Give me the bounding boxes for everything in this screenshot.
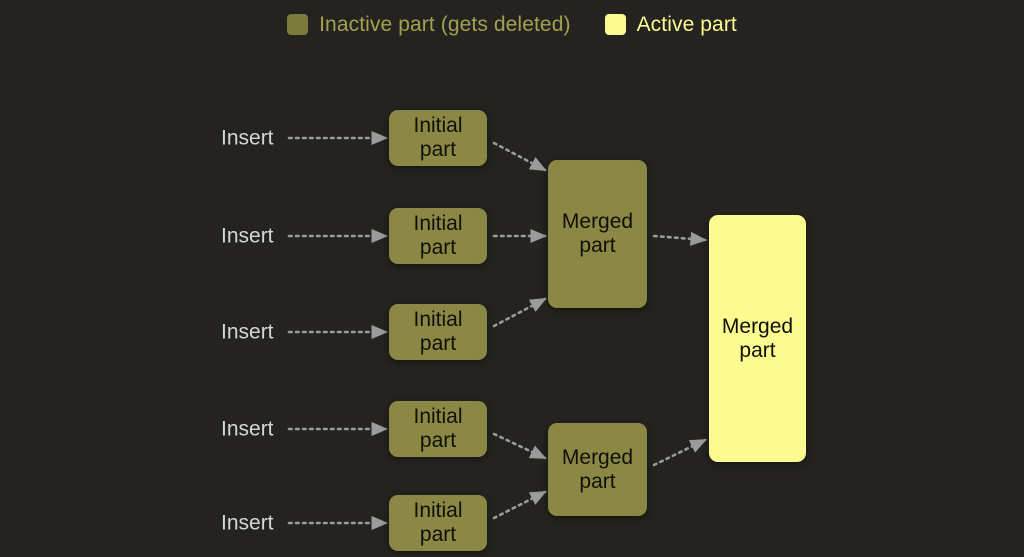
square-swatch-icon	[287, 13, 309, 35]
legend-label-inactive: Inactive part (gets deleted)	[319, 12, 571, 36]
initial-part-1[interactable]: Initial part	[389, 110, 487, 166]
initial-part-3[interactable]: Initial part	[389, 304, 487, 360]
insert-label-4: Insert	[221, 417, 274, 441]
merged-part-1[interactable]: Merged part	[548, 160, 647, 308]
edge-initial-part-3-to-merged-part-1	[492, 297, 547, 328]
initial-part-2[interactable]: Initial part	[389, 208, 487, 264]
merged-part-1-label: Merged part	[561, 210, 634, 257]
edge-merged-part-2-to-final-part	[652, 438, 707, 467]
legend-item-inactive: Inactive part (gets deleted)	[287, 12, 571, 36]
edge-initial-part-5-to-merged-part-2	[492, 490, 547, 520]
final-merged-part[interactable]: Merged part	[709, 215, 806, 462]
edge-initial-part-4-to-merged-part-2	[492, 432, 547, 460]
initial-part-5-label: Initial part	[413, 499, 463, 546]
final-merged-part-label: Merged part	[721, 314, 794, 362]
legend-label-active: Active part	[636, 12, 737, 36]
merged-part-2-label: Merged part	[561, 445, 634, 493]
merged-part-2[interactable]: Merged part	[548, 423, 647, 516]
insert-label-2: Insert	[221, 224, 274, 248]
insert-label-3: Insert	[221, 320, 274, 344]
edge-initial-part-1-to-merged-part-1	[492, 141, 547, 172]
insert-label-5: Insert	[221, 511, 274, 535]
initial-part-1-label: Initial part	[413, 114, 463, 161]
initial-part-3-label: Initial part	[413, 308, 463, 355]
legend-item-active: Active part	[604, 12, 737, 36]
edge-merged-part-1-to-final-part	[652, 231, 708, 246]
legend: Inactive part (gets deleted) Active part	[0, 0, 1024, 48]
square-swatch-icon	[604, 13, 626, 35]
initial-part-4-label: Initial part	[413, 405, 463, 452]
insert-label-1: Insert	[221, 126, 274, 150]
initial-part-5[interactable]: Initial part	[389, 495, 487, 551]
initial-part-2-label: Initial part	[413, 212, 463, 259]
initial-part-4[interactable]: Initial part	[389, 401, 487, 457]
